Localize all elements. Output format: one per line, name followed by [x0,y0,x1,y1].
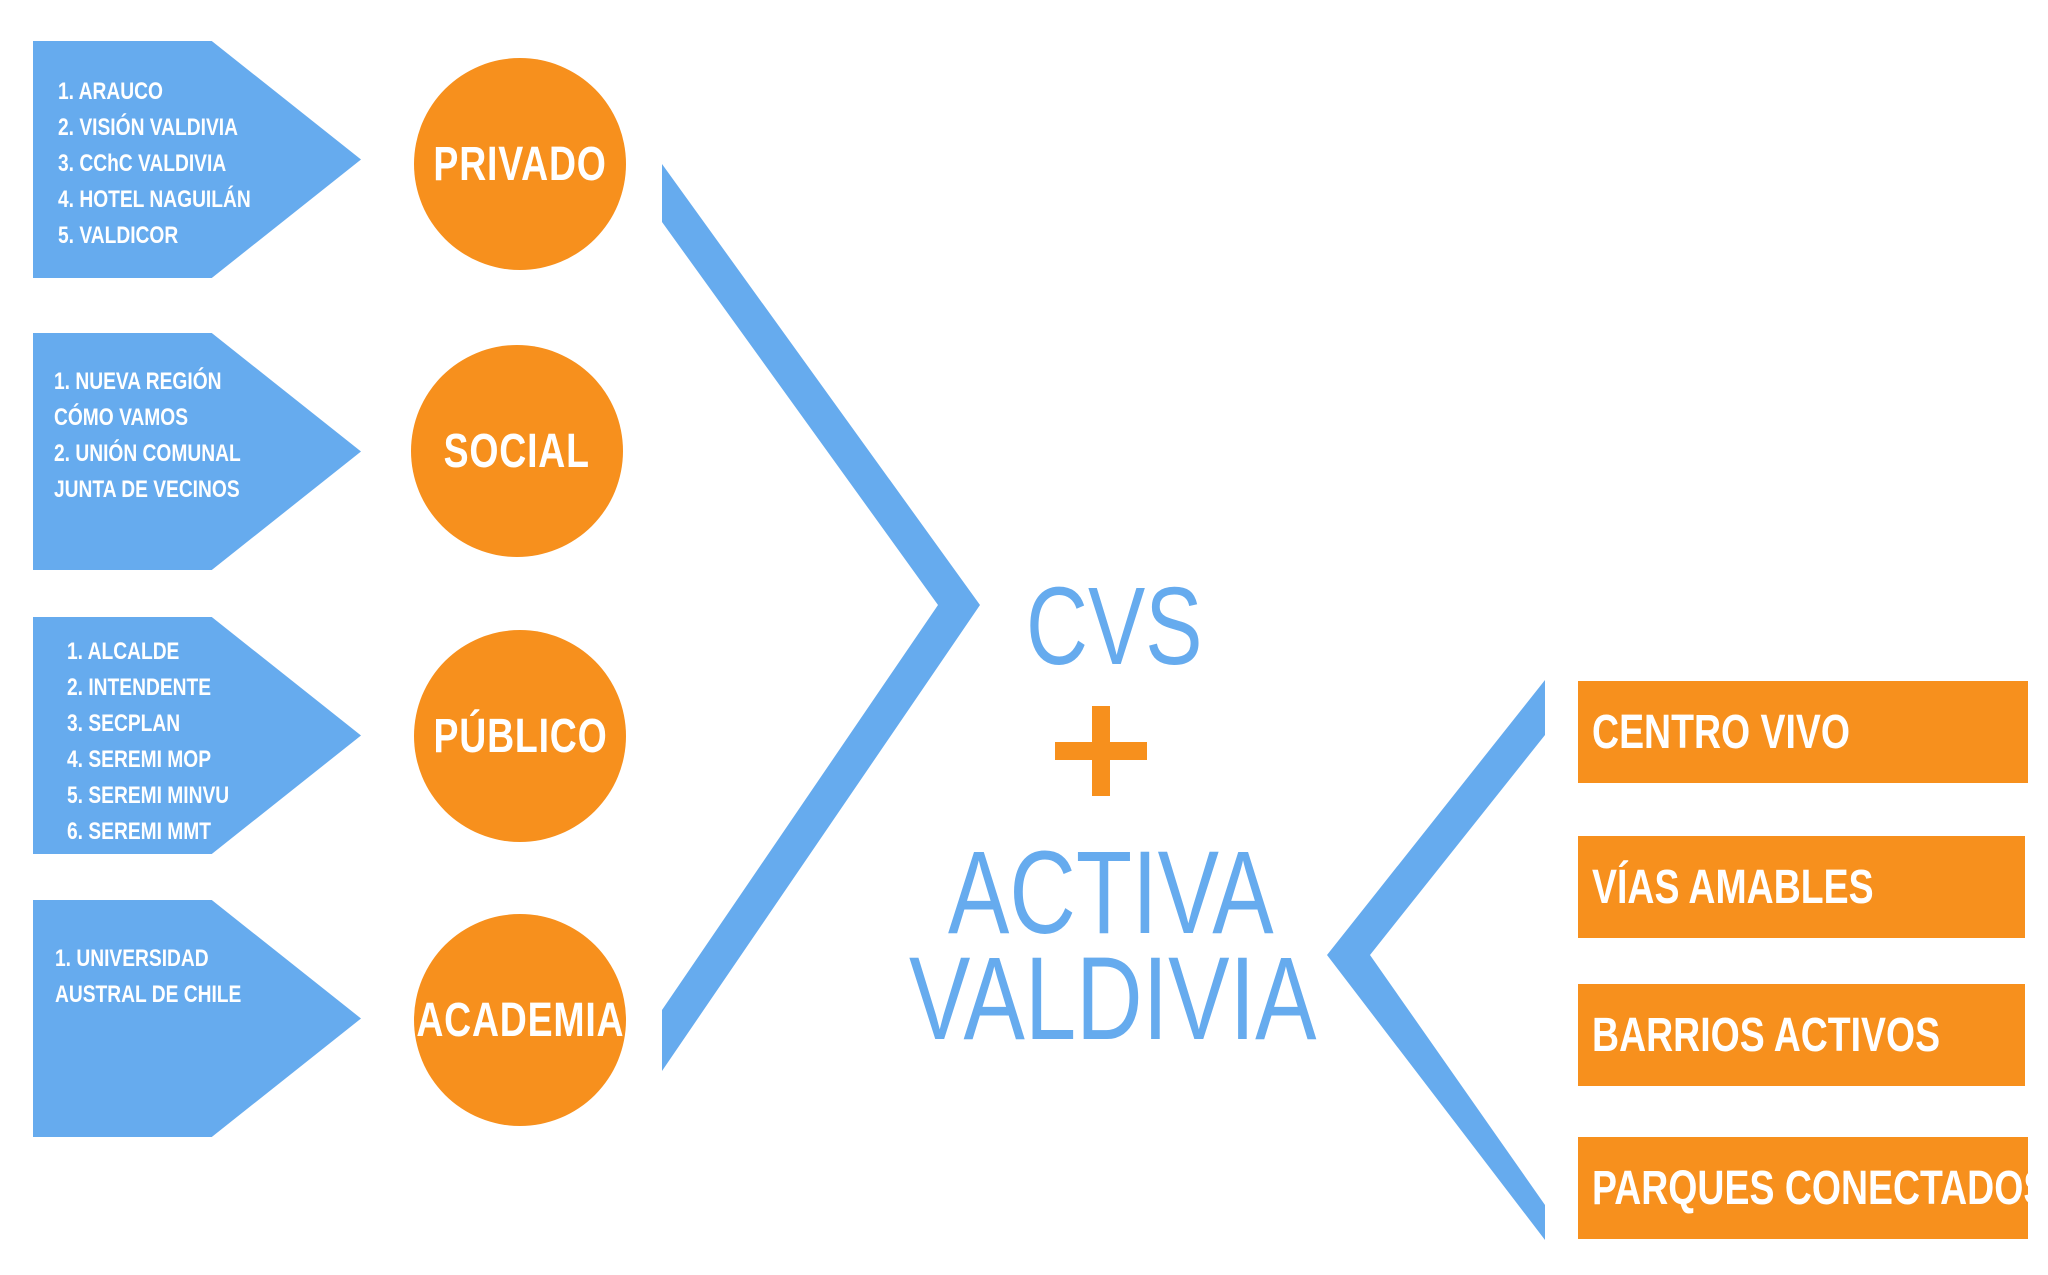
circle-label: PRIVADO [433,137,607,191]
list-item: JUNTA DE VECINOS [54,476,240,503]
list-item: 6. SEREMI MMT [67,818,212,845]
circle-label: SOCIAL [443,424,591,478]
list-item: 2. UNIÓN COMUNAL [54,440,241,467]
list-item: AUSTRAL DE CHILE [55,981,242,1008]
circle-label: PÚBLICO [433,709,607,763]
list-item: 1. NUEVA REGIÓN [54,368,222,395]
list-item: 2. VISIÓN VALDIVIA [58,114,238,141]
list-item: 1. ALCALDE [67,638,180,665]
theme-bar-barrios-activos: BARRIOS ACTIVOS [1578,984,2025,1086]
list-item: 2. INTENDENTE [67,674,212,701]
list-item: 1. ARAUCO [58,78,163,105]
theme-bar-vias-amables: VÍAS AMABLES [1578,836,2025,938]
item-list-academia: 1. UNIVERSIDAD AUSTRAL DE CHILE [55,941,241,1013]
left-chevron [662,164,980,1071]
list-item: 4. HOTEL NAGUILÁN [58,186,251,213]
item-list-privado: 1. ARAUCO 2. VISIÓN VALDIVIA 3. CChC VAL… [58,74,251,254]
circle-publico: PÚBLICO [414,630,626,842]
list-item: 3. CChC VALDIVIA [58,150,227,177]
plus-sign-vertical [1092,706,1110,796]
circle-social: SOCIAL [411,345,623,557]
circle-label: ACADEMIA [416,993,624,1047]
list-item: 5. VALDICOR [58,222,179,249]
item-list-publico: 1. ALCALDE 2. INTENDENTE 3. SECPLAN 4. S… [67,634,229,850]
item-list-social: 1. NUEVA REGIÓN CÓMO VAMOS 2. UNIÓN COMU… [54,364,241,508]
circle-academia: ACADEMIA [414,914,626,1126]
center-title-cvs: CVS [1026,565,1203,688]
theme-bar-parques-conectados: PARQUES CONECTADOS [1578,1137,2048,1239]
theme-label: VÍAS AMABLES [1592,860,1874,914]
list-item: 4. SEREMI MOP [67,746,212,773]
center-title-activa: ACTIVA [948,827,1274,959]
theme-label: BARRIOS ACTIVOS [1592,1008,1941,1062]
circle-privado: PRIVADO [414,58,626,270]
list-item: 5. SEREMI MINVU [67,782,230,809]
theme-label: CENTRO VIVO [1592,705,1850,759]
list-item: 3. SECPLAN [67,710,181,737]
list-item: 1. UNIVERSIDAD [55,945,209,972]
list-item: CÓMO VAMOS [54,404,189,431]
theme-label: PARQUES CONECTADOS [1592,1161,2048,1215]
center-title-valdivia: VALDIVIA [909,933,1317,1065]
theme-bar-centro-vivo: CENTRO VIVO [1578,681,2028,783]
right-chevron [1327,680,1545,1240]
